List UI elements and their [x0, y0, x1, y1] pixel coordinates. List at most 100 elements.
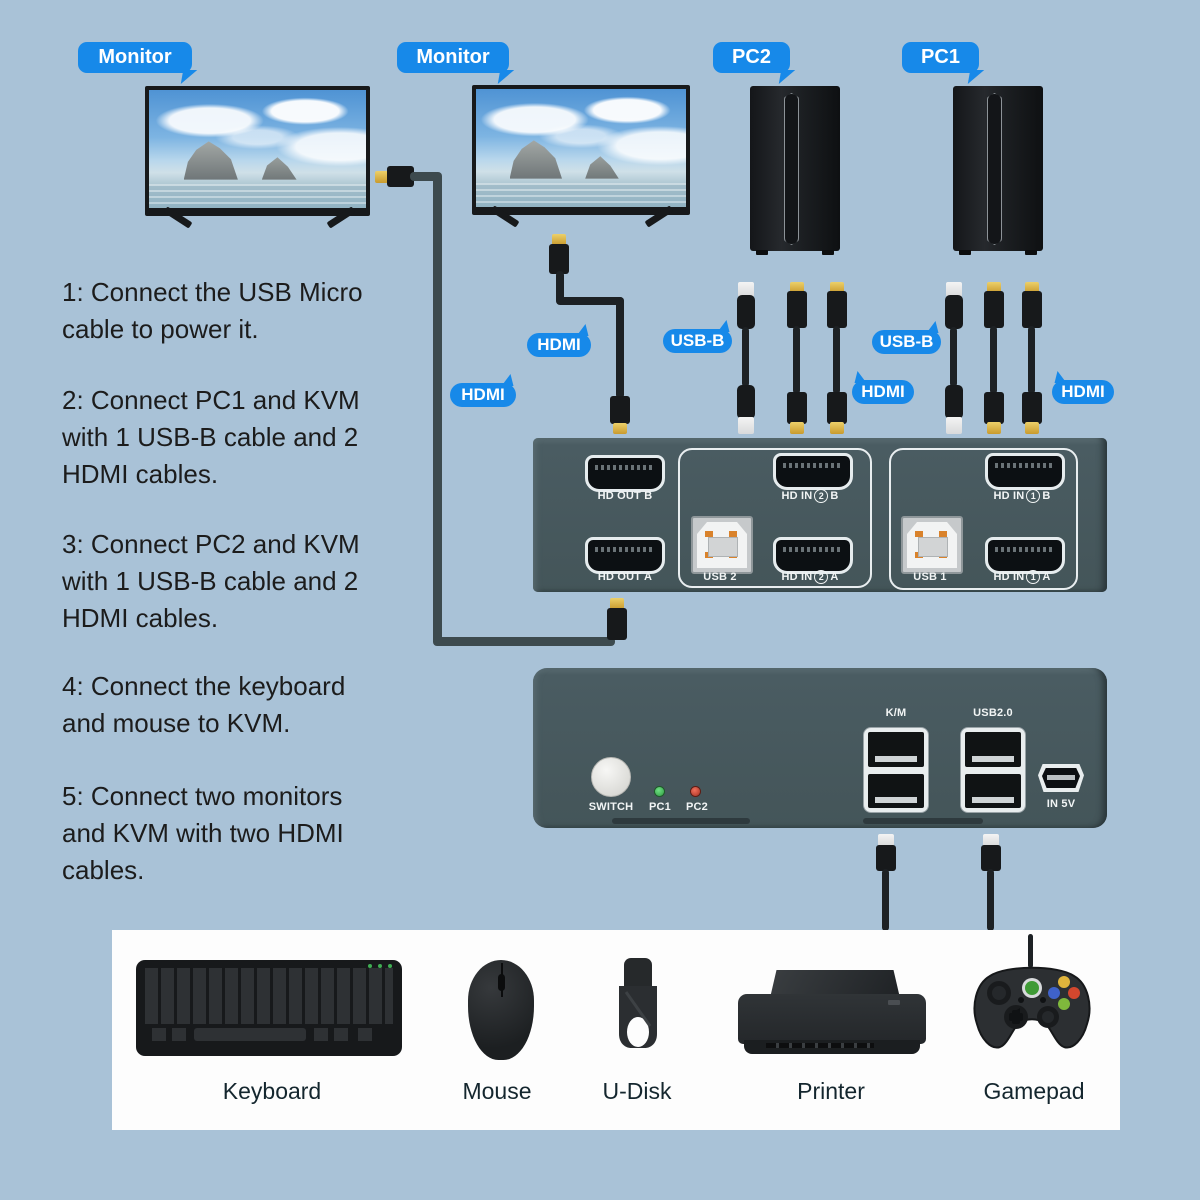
hdmi-plug-gold-tip: [610, 598, 624, 609]
monitor-right: [472, 85, 690, 215]
hd-in-1b-port: [985, 453, 1065, 490]
hdmi-plug: [827, 392, 847, 424]
pc1-led: [655, 787, 664, 796]
rock: [509, 140, 562, 179]
monitor-left: [145, 86, 370, 216]
hd-in-1a-port: [985, 537, 1065, 574]
instruction-step-4: 4: Connect the keyboard and mouse to KVM…: [62, 671, 346, 738]
hdmi-plug: [610, 396, 630, 424]
callout-pc2: PC2: [713, 42, 790, 73]
hdmi-plug: [984, 291, 1004, 328]
micro-usb-pin-bar: [1047, 775, 1075, 780]
instruction-step-3: 3: Connect PC2 and KVM with 1 USB-B cabl…: [62, 529, 360, 633]
hd-in-2a-port: [773, 537, 853, 574]
hdmi-cable-segment: [410, 172, 440, 181]
pc2-tower: [750, 86, 840, 255]
hdmi-cable-segment: [433, 172, 442, 644]
hdmi-plug: [607, 608, 627, 640]
u-disk-image: [619, 958, 657, 1048]
pc2-port-group-outline: [678, 448, 872, 588]
rock: [585, 156, 619, 179]
water: [149, 184, 366, 208]
pc2-front-stripe: [784, 93, 799, 245]
printer-label: Printer: [797, 1078, 865, 1104]
pc1-led-label: PC1: [649, 801, 671, 813]
usb-b-plug: [737, 295, 755, 329]
circled-number: 2: [814, 570, 829, 584]
circled-number: 1: [1026, 570, 1041, 584]
monitor-right-screen: [476, 89, 686, 207]
hd-out-b-port: [585, 455, 665, 492]
hdmi-plug-gold-tip: [552, 234, 566, 245]
pc1-port-group-outline: [889, 448, 1078, 590]
instruction-step-2: 2: Connect PC1 and KVM with 1 USB-B cabl…: [62, 385, 360, 489]
usb-1-port: [901, 516, 963, 574]
keyboard-key: [358, 1028, 372, 1041]
hdmi-cable: [833, 326, 840, 394]
hdmi-cable-segment: [556, 271, 564, 304]
keyboard-indicator-led: [388, 964, 392, 968]
callout-hdmi-pc2: HDMI: [852, 380, 914, 404]
pc-foot: [822, 250, 834, 255]
usb-a-port: [868, 773, 924, 808]
usb-a-port: [868, 732, 924, 767]
usb-a-port: [965, 732, 1021, 767]
usb20-label: USB2.0: [973, 707, 1013, 719]
hd-out-b-label: HD OUT B: [597, 490, 653, 502]
hdmi-plug-gold-tip: [1025, 282, 1039, 293]
rock: [183, 141, 238, 180]
hdmi-cable: [990, 326, 997, 394]
printer-output-slot: [766, 1043, 874, 1048]
callout-monitor-left: Monitor: [78, 42, 192, 73]
instruction-step-1: 1: Connect the USB Micro cable to power …: [62, 277, 363, 344]
callout-hdmi-monitor-right: HDMI: [527, 333, 591, 357]
usb-b-plug: [945, 295, 963, 329]
hdmi-plug: [549, 244, 569, 274]
keyboard-spacebar: [194, 1028, 306, 1041]
usb-b-cable: [950, 327, 957, 387]
usb-2-port: [691, 516, 753, 574]
keyboard-image: [136, 960, 402, 1056]
usb-pin: [729, 531, 737, 537]
usb-b-plug-tip: [946, 417, 962, 434]
hdmi-plug-gold-tip: [830, 282, 844, 293]
micro-usb-power-port: [1038, 764, 1084, 792]
hdmi-cable-segment: [616, 297, 624, 399]
usb-b-plug: [945, 385, 963, 419]
pc1-front-stripe: [987, 93, 1002, 245]
hdmi-plug: [787, 392, 807, 424]
in5v-label: IN 5V: [1046, 798, 1076, 810]
water: [476, 183, 686, 207]
label-text: HD IN: [993, 571, 1025, 583]
keyboard-keys: [145, 968, 393, 1024]
km-label: K/M: [885, 707, 907, 719]
printer-button: [888, 1000, 900, 1005]
u-disk-label: U-Disk: [602, 1078, 672, 1104]
label-text: A: [1042, 571, 1051, 583]
usb-pin: [705, 531, 713, 537]
hdmi-cable-segment: [433, 637, 615, 646]
hdmi-cable: [793, 326, 800, 394]
hdmi-plug: [787, 291, 807, 328]
keyboard-key: [314, 1028, 328, 1041]
keyboard-key: [152, 1028, 166, 1041]
pc-foot: [1025, 250, 1037, 255]
circled-number: 1: [1026, 489, 1041, 503]
keyboard-label: Keyboard: [222, 1078, 322, 1104]
usb-a-plug: [876, 845, 896, 871]
hdmi-plug-gold-tip: [613, 423, 627, 434]
hdmi-plug-gold-tip: [790, 282, 804, 293]
usb-b-plug-tip: [738, 282, 754, 297]
km-usb-ports: [864, 728, 928, 812]
label-text: A: [830, 571, 839, 583]
gamepad-cord: [1028, 934, 1033, 968]
mouse-image: [468, 960, 534, 1060]
callout-hdmi-monitor-left: HDMI: [450, 383, 516, 407]
callout-usb-b-pc2: USB-B: [663, 329, 732, 353]
hd-out-a-label: HD OUT A: [597, 571, 653, 583]
callout-monitor-right: Monitor: [397, 42, 509, 73]
usb-a-plug-tip: [878, 834, 894, 846]
hdmi-cable: [1028, 326, 1035, 394]
